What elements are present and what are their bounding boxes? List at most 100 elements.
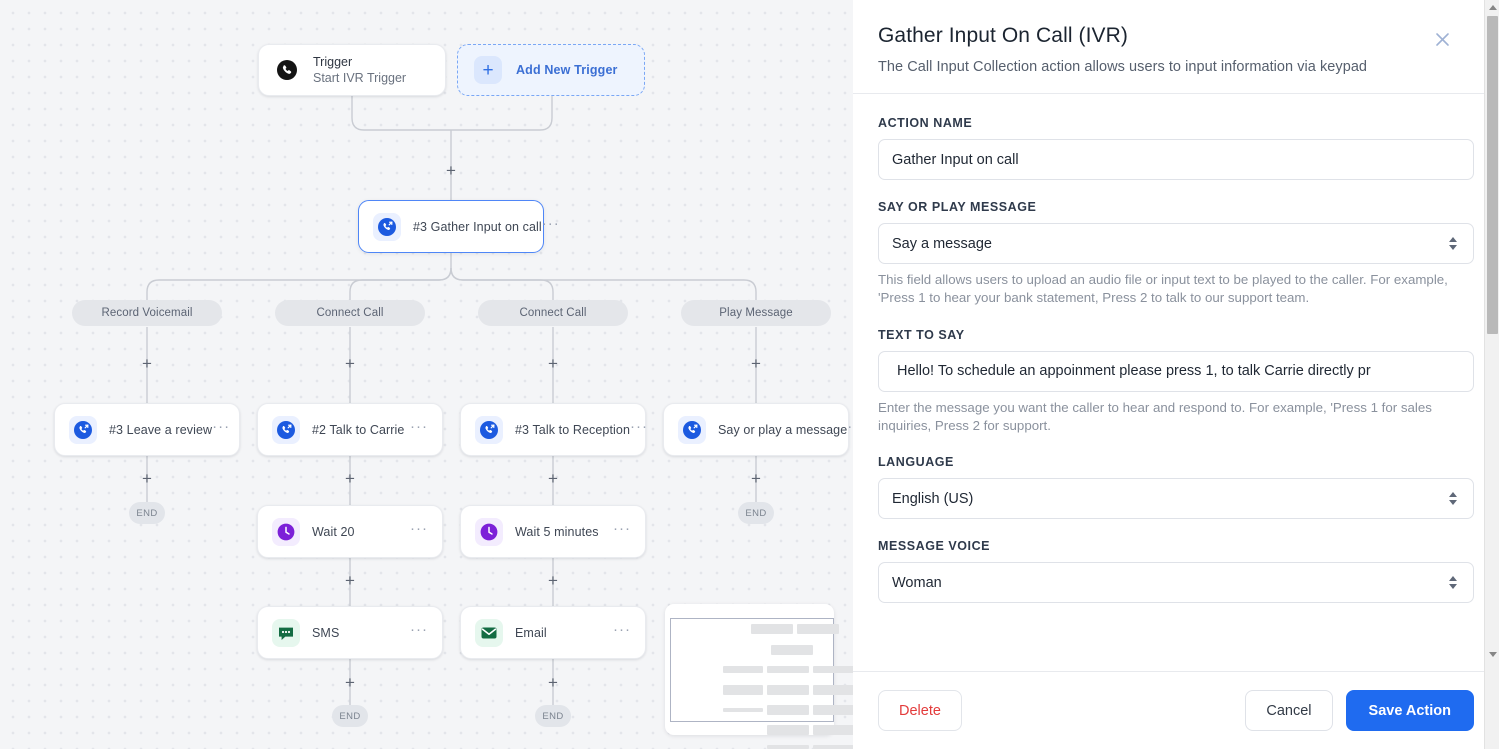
say-or-play-message-select[interactable]: Say a message [878,223,1474,264]
field-value: Hello! To schedule an appoinment please … [897,363,1371,380]
phone-forward-icon [475,415,503,444]
add-step-plus-icon[interactable]: + [548,469,558,488]
node-label: #3 Gather Input on call [413,219,542,234]
panel-divider [853,93,1499,94]
page-scrollbar[interactable] [1484,0,1499,749]
add-step-plus-icon[interactable]: + [548,571,558,590]
node-menu-icon[interactable]: ··· [847,417,853,435]
node-menu-icon[interactable]: ··· [613,620,631,638]
field-value: Woman [892,574,942,591]
field-say-or-play-message: SAY OR PLAY MESSAGE Say a message This f… [878,200,1474,308]
workflow-edges [146,96,757,708]
node-label: Say or play a message [718,422,848,437]
add-step-plus-icon[interactable]: + [142,354,152,373]
text-to-say-input[interactable]: Hello! To schedule an appoinment please … [878,350,1474,392]
node-menu-icon[interactable]: ··· [613,519,631,537]
field-action-name: ACTION NAME Gather Input on call [878,116,1474,180]
node-talk-to-reception[interactable]: #3 Talk to Reception ··· [460,403,649,456]
node-wait-20[interactable]: Wait 20 ··· [257,505,443,558]
action-detail-panel: Gather Input On Call (IVR) The Call Inpu… [853,0,1499,749]
end-badge: END [535,705,571,727]
plus-icon: + [474,56,502,84]
node-talk-to-carrie[interactable]: #2 Talk to Carrie ··· [257,403,443,456]
field-language: LANGUAGE English (US) [878,455,1474,520]
panel-subtitle: The Call Input Collection action allows … [878,59,1368,75]
node-menu-icon[interactable]: ··· [410,519,428,537]
phone-forward-icon [69,415,97,444]
panel-footer: Delete Cancel Save Action [853,671,1499,749]
add-step-plus-icon[interactable]: + [548,354,558,373]
node-menu-icon[interactable]: ··· [630,417,649,435]
node-label: Email [515,625,547,640]
language-select[interactable]: English (US) [878,478,1474,520]
field-value: Gather Input on call [892,151,1019,168]
trigger-title: Trigger [313,55,353,69]
node-say-or-play-a-message[interactable]: Say or play a message ··· [663,403,853,456]
message-voice-select[interactable]: Woman [878,562,1474,604]
node-label: #3 Talk to Reception [515,422,631,437]
node-label: Wait 20 [312,524,355,539]
add-new-trigger-button[interactable]: + Add New Trigger [457,44,645,96]
add-step-plus-icon[interactable]: + [345,469,355,488]
canvas-minimap[interactable] [665,604,853,749]
field-label: MESSAGE VOICE [878,539,991,554]
field-label: LANGUAGE [878,455,954,470]
add-step-plus-icon[interactable]: + [345,673,355,692]
field-help: Enter the message you want the caller to… [878,399,1432,434]
action-name-input[interactable]: Gather Input on call [878,139,1474,180]
branch-label-record-voicemail: Record Voicemail [72,300,222,326]
panel-header: Gather Input On Call (IVR) The Call Inpu… [853,0,1499,93]
add-step-plus-icon[interactable]: + [751,469,761,488]
trigger-node[interactable]: Trigger Start IVR Trigger [258,44,446,96]
node-menu-icon[interactable]: ··· [410,620,428,638]
end-badge: END [129,502,165,524]
scroll-up-arrow[interactable] [1485,0,1499,15]
node-sms[interactable]: SMS ··· [257,606,443,659]
node-menu-icon[interactable]: ··· [212,417,231,435]
save-action-button[interactable]: Save Action [1345,690,1474,731]
field-label: ACTION NAME [878,116,973,130]
field-label: TEXT TO SAY [878,327,965,342]
node-label: SMS [312,625,340,640]
branch-label-connect-call-2: Connect Call [478,300,628,326]
envelope-icon [475,618,503,647]
panel-title: Gather Input On Call (IVR) [878,24,1129,47]
phone-forward-icon [373,212,401,241]
node-wait-5-minutes[interactable]: Wait 5 minutes ··· [460,505,646,558]
field-message-voice: MESSAGE VOICE Woman [878,539,1474,604]
add-step-plus-icon[interactable]: + [548,673,558,692]
close-icon[interactable] [1431,30,1453,52]
node-menu-icon[interactable]: ··· [541,214,560,232]
end-badge: END [738,502,774,524]
chevron-updown-icon [1447,235,1459,253]
field-value: Say a message [892,235,992,252]
add-step-plus-icon[interactable]: + [446,161,456,180]
phone-circle-icon [273,56,301,84]
field-label: SAY OR PLAY MESSAGE [878,200,1037,214]
branch-label-connect-call-1: Connect Call [275,300,425,326]
add-new-trigger-label: Add New Trigger [516,63,618,77]
scroll-down-arrow[interactable] [1485,647,1499,662]
node-leave-a-review[interactable]: #3 Leave a review ··· [54,403,240,456]
workflow-canvas[interactable]: Trigger Start IVR Trigger + Add New Trig… [0,0,853,749]
minimap-viewport[interactable] [670,618,853,749]
panel-form: ACTION NAME Gather Input on call SAY OR … [853,94,1499,671]
node-label: #2 Talk to Carrie [312,422,405,437]
delete-button[interactable]: Delete [878,690,962,731]
cancel-button[interactable]: Cancel [1245,690,1333,731]
node-email[interactable]: Email ··· [460,606,646,659]
field-value: English (US) [892,490,974,507]
add-step-plus-icon[interactable]: + [751,354,761,373]
node-menu-icon[interactable]: ··· [410,417,428,435]
node-gather-input-on-call[interactable]: #3 Gather Input on call ··· [358,200,559,253]
scroll-thumb[interactable] [1487,16,1498,334]
add-step-plus-icon[interactable]: + [345,571,355,590]
add-step-plus-icon[interactable]: + [345,354,355,373]
phone-forward-icon [678,415,706,444]
clock-icon [475,517,503,546]
field-help: This field allows users to upload an aud… [878,272,1448,306]
chat-bubble-icon [272,618,300,647]
add-step-plus-icon[interactable]: + [142,469,152,488]
clock-icon [272,517,300,546]
